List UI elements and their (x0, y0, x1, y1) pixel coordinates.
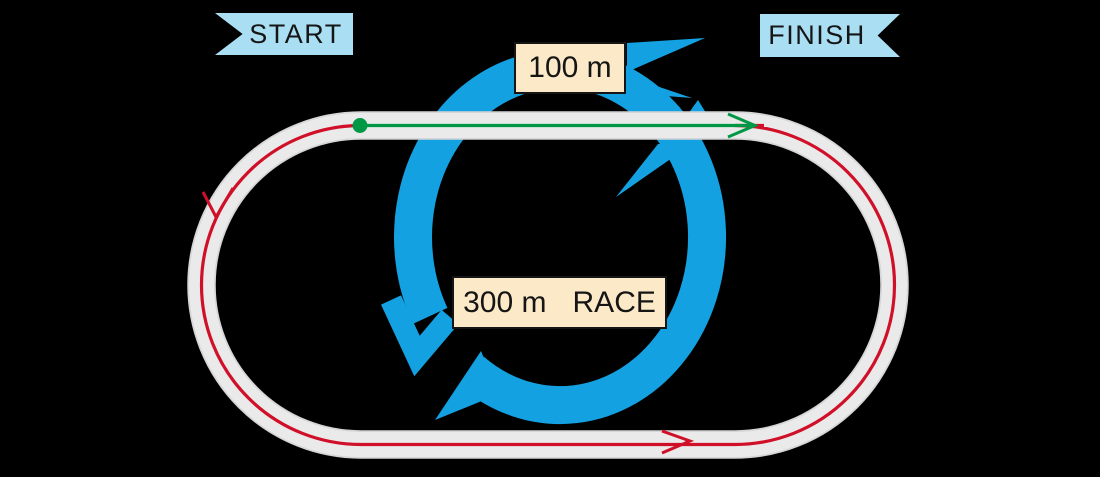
loop-tail (435, 351, 499, 420)
straight-distance-label: 100 m (528, 51, 612, 84)
loop-arrowhead-down-icon (381, 295, 459, 377)
race-word-label: RACE (572, 285, 656, 319)
sprint-displacement (352, 112, 759, 139)
loop-arrowhead-barb (627, 38, 705, 72)
finish-banner: FINISH (760, 14, 900, 57)
start-dot-icon (352, 118, 368, 133)
route-arrow-bottom-icon (661, 429, 695, 455)
start-banner: START (215, 13, 353, 55)
race-distance-box: 300 m RACE (452, 276, 667, 329)
start-banner-label: START (249, 18, 343, 49)
straight-distance-box: 100 m (514, 42, 626, 94)
race-distance-label: 300 m (463, 285, 547, 319)
loop-arrowhead-barb-small (627, 76, 692, 98)
loop-arc-right (459, 105, 727, 425)
loop-arrowhead-up-icon (616, 144, 701, 197)
route-arrow-left-icon (201, 187, 235, 221)
loop-arrow-icon (381, 38, 727, 425)
race-route (199, 123, 897, 455)
sprint-arrow-icon (727, 112, 759, 139)
finish-banner-label: FINISH (768, 20, 866, 50)
